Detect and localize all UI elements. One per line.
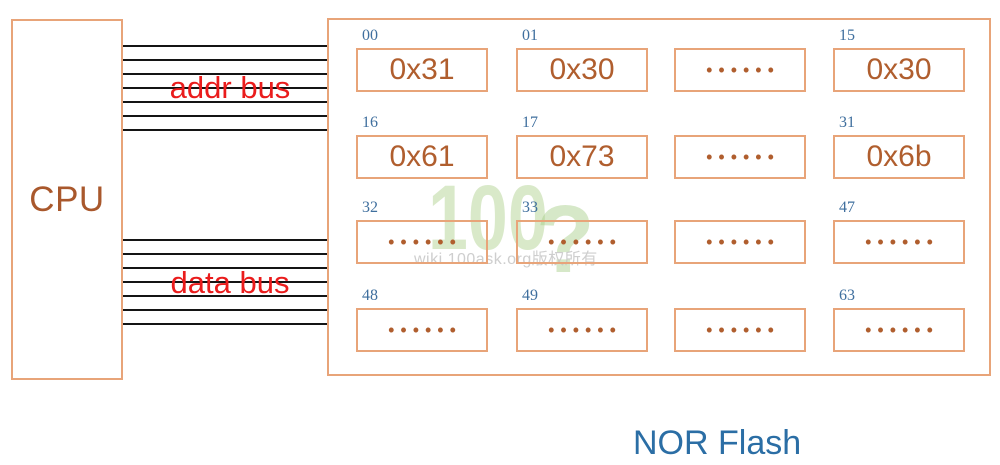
nor-flash-title: NOR Flash xyxy=(633,424,802,462)
cell-value: •••••• xyxy=(706,59,780,80)
data-bus-line xyxy=(123,267,327,269)
cell-address-label: 16 xyxy=(362,114,378,131)
cell-value: •••••• xyxy=(865,231,939,252)
cell-value: 0x30 xyxy=(866,53,932,86)
addr-bus-line xyxy=(123,73,327,75)
memory-cell: •••••• xyxy=(833,220,965,264)
data-bus-line xyxy=(123,309,327,311)
cpu-label: CPU xyxy=(29,179,105,219)
memory-cell: •••••• xyxy=(516,220,648,264)
cell-address-label: 15 xyxy=(839,27,855,44)
cell-address-label: 31 xyxy=(839,114,855,131)
cell-address-label: 49 xyxy=(522,287,538,304)
cell-value: 0x30 xyxy=(549,53,615,86)
cell-value: •••••• xyxy=(706,146,780,167)
memory-cell: •••••• xyxy=(356,220,488,264)
memory-cell: 0x61 xyxy=(356,135,488,179)
cell-value: •••••• xyxy=(548,319,622,340)
addr-bus-line xyxy=(123,101,327,103)
cell-value: 0x73 xyxy=(549,140,615,173)
cell-value: •••••• xyxy=(388,231,462,252)
memory-cell: •••••• xyxy=(674,48,806,92)
cell-address-label: 63 xyxy=(839,287,855,304)
cell-value: •••••• xyxy=(706,231,780,252)
cell-address-label: 33 xyxy=(522,199,538,216)
memory-cell: 0x31 xyxy=(356,48,488,92)
data-bus-line xyxy=(123,295,327,297)
cell-value: 0x61 xyxy=(389,140,455,173)
memory-cell: 0x6b xyxy=(833,135,965,179)
memory-cell: •••••• xyxy=(516,308,648,352)
cell-value: 0x6b xyxy=(866,140,932,173)
cell-address-label: 47 xyxy=(839,199,855,216)
data-bus-line xyxy=(123,239,327,241)
data-bus-line xyxy=(123,281,327,283)
memory-cell: 0x73 xyxy=(516,135,648,179)
cell-address-label: 48 xyxy=(362,287,378,304)
cell-value: •••••• xyxy=(548,231,622,252)
data-bus-label: data bus xyxy=(170,265,290,300)
addr-bus-line xyxy=(123,45,327,47)
data-bus-line xyxy=(123,323,327,325)
memory-cell: •••••• xyxy=(674,135,806,179)
memory-cell: 0x30 xyxy=(516,48,648,92)
addr-bus-line xyxy=(123,59,327,61)
cell-address-label: 32 xyxy=(362,199,378,216)
cell-value: •••••• xyxy=(865,319,939,340)
cell-value: •••••• xyxy=(388,319,462,340)
cell-address-label: 01 xyxy=(522,27,538,44)
memory-cell: •••••• xyxy=(356,308,488,352)
watermark-question-mark: ? xyxy=(536,186,595,293)
addr-bus-line xyxy=(123,115,327,117)
memory-cell: •••••• xyxy=(833,308,965,352)
addr-bus-line xyxy=(123,129,327,131)
cell-address-label: 17 xyxy=(522,114,538,131)
cell-value: 0x31 xyxy=(389,53,455,86)
cell-address-label: 00 xyxy=(362,27,378,44)
data-bus-line xyxy=(123,253,327,255)
nor-flash-box: 00 0x31 01 0x30 •••••• 15 0x30 16 0x61 17 0x73 ••••… xyxy=(327,18,991,376)
memory-cell: •••••• xyxy=(674,220,806,264)
memory-cell: 0x30 xyxy=(833,48,965,92)
cell-value: •••••• xyxy=(706,319,780,340)
addr-bus-line xyxy=(123,87,327,89)
addr-bus-label: addr bus xyxy=(169,70,291,105)
cpu-box: CPU xyxy=(11,19,123,380)
memory-cell: •••••• xyxy=(674,308,806,352)
